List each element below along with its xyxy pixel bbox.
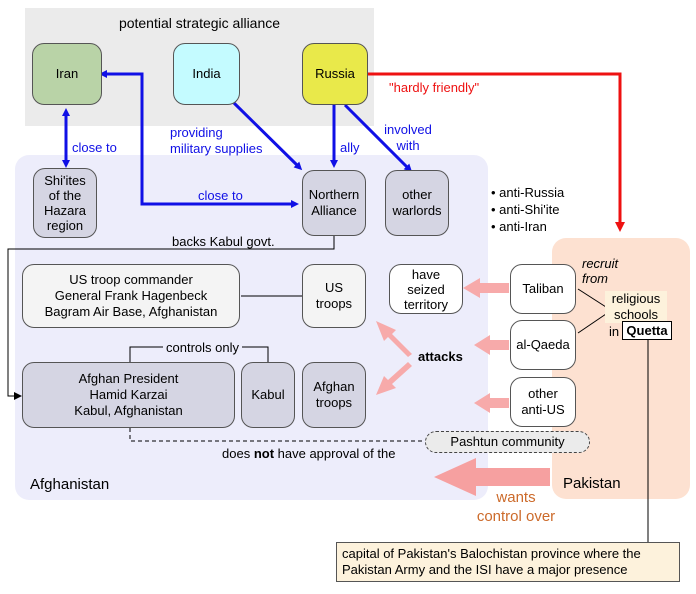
karzai-line-1: Afghan President	[78, 371, 179, 386]
northern-line-2: Alliance	[311, 203, 357, 218]
quetta-box: Quetta	[622, 321, 672, 340]
taliban-bullets: • anti-Russia • anti-Shi'ite • anti-Iran	[491, 184, 564, 235]
backs-kabul-line	[7, 235, 335, 400]
kabul-label: Kabul	[251, 387, 285, 402]
afghanistan-label: Afghanistan	[30, 476, 110, 493]
iran-label: Iran	[55, 66, 79, 81]
bullet-anti-iran: • anti-Iran	[491, 219, 547, 234]
hazara-line-4: region	[46, 218, 84, 233]
alliance-label: potential strategic alliance	[118, 15, 281, 31]
religious-schools-block: religious schools	[605, 291, 667, 323]
commander-line-2: General Frank Hagenbeck	[54, 288, 208, 303]
seized-line-3: territory	[403, 296, 449, 312]
iran-northern-arrow	[99, 70, 299, 208]
karzai-node: Afghan President Hamid Karzai Kabul, Afg…	[22, 362, 235, 428]
us-troops-node: US troops	[302, 264, 366, 328]
us-troops-line-2: troops	[315, 296, 353, 311]
antius-line-1: other	[528, 386, 558, 401]
warlords-line-2: warlords	[392, 203, 442, 218]
us-commander-node: US troop commander General Frank Hagenbe…	[22, 264, 240, 328]
afghan-troops-node: Afghan troops	[302, 362, 366, 428]
india-northern-arrow	[232, 101, 303, 171]
warlords-line-1: other	[402, 187, 432, 202]
seized-line-1: have	[411, 266, 441, 282]
bullet-anti-russia: • anti-Russia	[491, 185, 565, 200]
commander-line-1: US troop commander	[69, 272, 193, 287]
karzai-line-2: Hamid Karzai	[89, 387, 168, 402]
alqaeda-node: al-Qaeda	[510, 320, 576, 370]
pakistan-label: Pakistan	[563, 475, 621, 492]
ally-label: ally	[340, 140, 360, 155]
alqaeda-label: al-Qaeda	[516, 337, 570, 352]
military-line-2: military supplies	[170, 141, 263, 156]
recruit-line-2: from	[582, 271, 608, 286]
russia-label: Russia	[315, 66, 355, 81]
involved-line-1: involved	[384, 122, 432, 137]
approval-dashed-line	[129, 428, 425, 442]
russia-pakistan-arrow	[368, 72, 625, 232]
taliban-label: Taliban	[522, 281, 564, 296]
military-line-1: providing	[170, 125, 223, 140]
hardly-friendly-label: "hardly friendly"	[389, 80, 480, 95]
schools-line-1: religious	[611, 291, 661, 306]
backs-kabul-label: backs Kabul govt.	[172, 234, 275, 249]
other-antius-node: other anti-US	[510, 377, 576, 427]
us-troops-line-1: US	[324, 280, 344, 295]
antius-line-2: anti-US	[521, 402, 565, 417]
involved-line-2: with	[396, 138, 420, 153]
recruit-line-taliban	[577, 288, 607, 308]
hazara-node: Shi'ites of the Hazara region	[33, 168, 97, 238]
military-supplies-label: providing military supplies	[170, 125, 262, 157]
wants-line-1: wants	[496, 489, 536, 506]
other-warlords-node: other warlords	[385, 170, 449, 236]
seized-line-2: seized	[407, 281, 445, 297]
recruit-line-1: recruit	[582, 256, 619, 271]
afghan-troops-line-2: troops	[315, 395, 353, 410]
wants-control-arrow	[434, 458, 550, 496]
india-label: India	[192, 66, 221, 81]
wants-control-label: wants control over	[466, 488, 566, 526]
approval-pre: does	[222, 446, 254, 461]
hazara-line-3: Hazara	[44, 203, 86, 218]
afghan-troops-line-1: Afghan	[313, 379, 355, 394]
controls-only-label: controls only	[163, 340, 242, 355]
quetta-label: Quetta	[626, 323, 668, 338]
pashtun-community-node: Pashtun community	[425, 431, 590, 453]
attacks-afghan-arrow	[376, 362, 412, 395]
approval-post: have approval of the	[274, 446, 396, 461]
bullet-anti-shiite: • anti-Shi'ite	[491, 202, 560, 217]
attacks-label: attacks	[418, 349, 463, 364]
attacks-us-arrow	[376, 321, 412, 357]
quetta-note-box: capital of Pakistan's Balochistan provin…	[336, 542, 680, 582]
taliban-seized-arrow	[463, 278, 509, 298]
kabul-node: Kabul	[241, 362, 295, 428]
close-to-label-2: close to	[198, 188, 243, 203]
india-node: India	[173, 43, 240, 105]
schools-in-label: in	[609, 324, 620, 339]
recruit-from-label: recruit from	[582, 256, 618, 286]
alqaeda-attack-arrow	[474, 335, 509, 355]
karzai-line-3: Kabul, Afghanistan	[74, 403, 183, 418]
seized-territory-node: have seized territory	[389, 264, 463, 314]
russia-warlords-arrow	[343, 103, 413, 173]
hazara-line-2: of the	[48, 188, 82, 203]
iran-node: Iran	[32, 43, 102, 105]
close-to-label-1: close to	[72, 140, 117, 155]
hazara-line-1: Shi'ites	[44, 173, 86, 188]
northern-line-1: Northern	[308, 187, 360, 202]
commander-line-3: Bagram Air Base, Afghanistan	[44, 304, 218, 319]
russia-node: Russia	[302, 43, 368, 105]
other-attack-arrow	[474, 393, 509, 413]
approval-label: does not have approval of the	[222, 446, 395, 461]
involved-with-label: involved with	[380, 122, 436, 154]
northern-alliance-node: Northern Alliance	[302, 170, 366, 236]
wants-line-2: control over	[476, 508, 556, 525]
approval-bold: not	[253, 446, 275, 461]
quetta-note-text: capital of Pakistan's Balochistan provin…	[342, 546, 641, 577]
recruit-line-alqaeda	[577, 313, 607, 334]
taliban-node: Taliban	[510, 264, 576, 314]
schools-line-2: schools	[613, 307, 659, 322]
pashtun-label: Pashtun community	[450, 434, 565, 449]
